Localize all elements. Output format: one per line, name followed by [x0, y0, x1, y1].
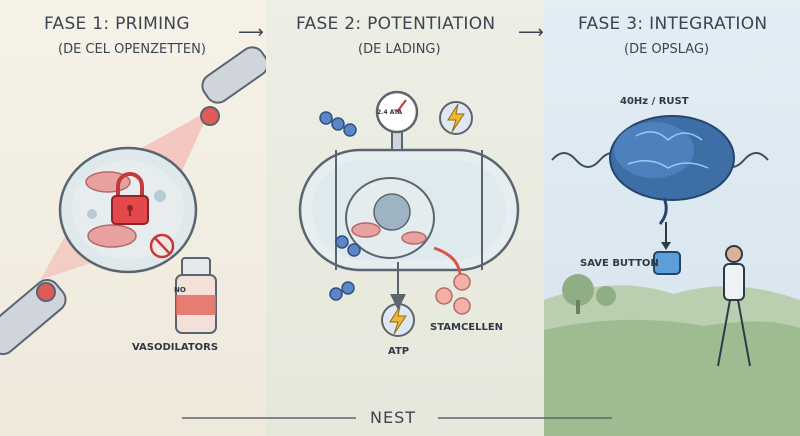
save-button-label: SAVE BUTTON: [580, 258, 659, 269]
walking-person: [717, 245, 751, 367]
button-icon: [653, 251, 681, 275]
lightning-icon: [439, 101, 473, 135]
phase-3-panel: FASE 3: INTEGRATION (DE OPSLAG): [544, 0, 800, 436]
phase-1-illustration: [0, 46, 266, 356]
no-label: NO: [174, 286, 186, 294]
arrow-right-icon: ⟶: [238, 22, 264, 43]
phase-2-panel: FASE 2: POTENTIATION (DE LADING): [266, 0, 544, 436]
phase-3-title: FASE 3: INTEGRATION: [578, 14, 768, 34]
brand-logo: NEST: [370, 408, 417, 427]
phase-1-subtitle: (DE CEL OPENZETTEN): [58, 42, 206, 57]
vasodilator-vial: [175, 257, 217, 334]
chamber-cell: [345, 177, 435, 259]
rest-label: 40Hz / RUST: [620, 96, 689, 107]
laser-device-bottom: [0, 278, 67, 356]
atp-lightning-icon: [381, 262, 415, 337]
phase-3-subtitle: (DE OPSLAG): [624, 42, 710, 57]
atp-label: ATP: [388, 346, 410, 357]
no-sign-icon: [149, 233, 175, 259]
vasodilators-label: VASODILATORS: [132, 342, 219, 353]
phase-2-subtitle: (DE LADING): [358, 42, 441, 57]
phase-1-panel: FASE 1: PRIMING (DE CEL OPENZETTEN): [0, 0, 266, 436]
lock-icon: [111, 172, 149, 225]
oxygen-molecules: [319, 111, 361, 301]
stem-cells: [435, 273, 471, 315]
phase-2-title: FASE 2: POTENTIATION: [296, 14, 496, 34]
phase-3-illustration: [544, 115, 800, 436]
gauge-label: 2.4 ATA: [377, 109, 403, 116]
gauge-icon: [375, 90, 419, 151]
phase-2-illustration: [298, 90, 520, 337]
landscape: [544, 274, 800, 436]
footer-divider: [182, 417, 612, 419]
stem-arrow: [433, 246, 462, 275]
brain-icon: [609, 115, 735, 225]
stamcellen-label: STAMCELLEN: [430, 322, 504, 333]
phase-1-title: FASE 1: PRIMING: [44, 14, 190, 34]
arrow-right-icon: ⟶: [518, 22, 544, 43]
laser-device-top: [200, 46, 266, 126]
